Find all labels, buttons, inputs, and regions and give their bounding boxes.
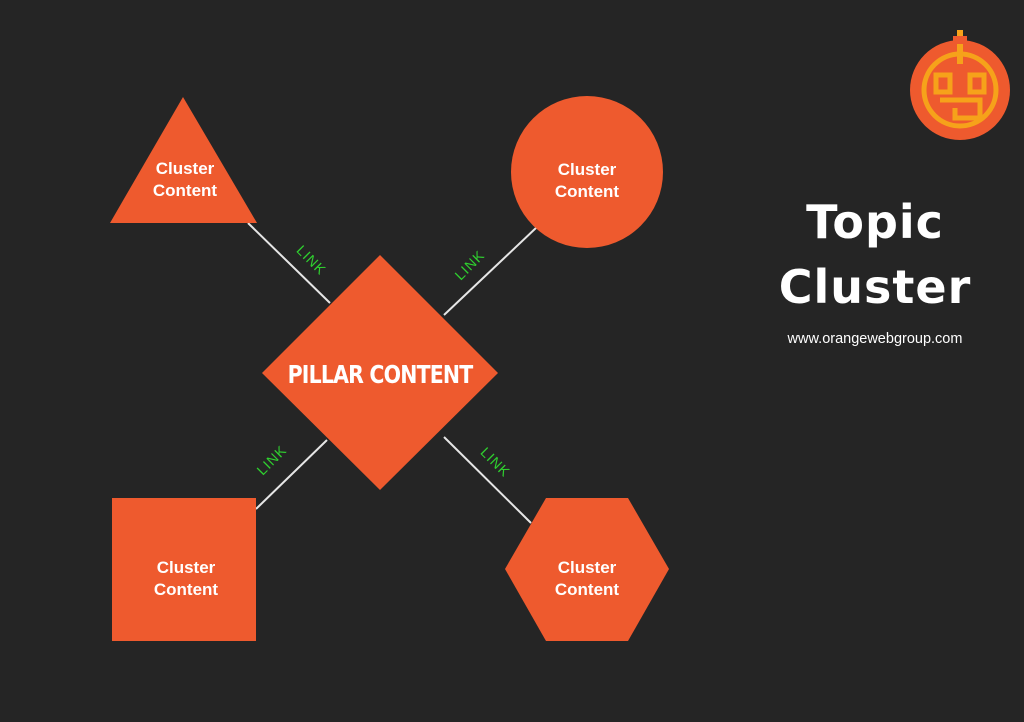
cluster-label-line2: Content <box>152 181 218 200</box>
cluster-label-line1: Cluster <box>156 558 216 577</box>
cluster-label-square: Cluster Content <box>134 557 238 601</box>
cluster-label-line2: Content <box>153 580 219 599</box>
cluster-label-hexagon: Cluster Content <box>535 557 639 601</box>
pillar-diamond-shape <box>262 255 498 490</box>
cluster-circle-shape <box>511 96 663 248</box>
cluster-label-line1: Cluster <box>557 558 617 577</box>
cluster-hexagon-shape <box>505 498 669 641</box>
website-url: www.orangewebgroup.com <box>787 331 963 347</box>
cluster-label-line2: Content <box>554 580 620 599</box>
cluster-label-line2: Content <box>554 182 620 201</box>
cluster-label-line1: Cluster <box>155 159 215 178</box>
connector-line-top-left <box>247 222 331 304</box>
pillar-content-label: PILLAR CONTENT <box>287 360 474 389</box>
title-line-cluster: Cluster <box>778 260 972 314</box>
connector-line-top-right <box>443 226 538 316</box>
orange-web-group-logo-icon <box>910 30 1010 140</box>
cluster-label-line1: Cluster <box>557 160 617 179</box>
connector-line-bottom-right <box>443 436 532 524</box>
cluster-square-shape <box>112 498 256 641</box>
cluster-label-circle: Cluster Content <box>535 159 639 203</box>
connector-line-bottom-left <box>255 439 328 510</box>
cluster-label-triangle: Cluster Content <box>133 158 237 202</box>
title-line-topic: Topic <box>806 195 944 249</box>
cluster-triangle-shape <box>110 97 257 223</box>
